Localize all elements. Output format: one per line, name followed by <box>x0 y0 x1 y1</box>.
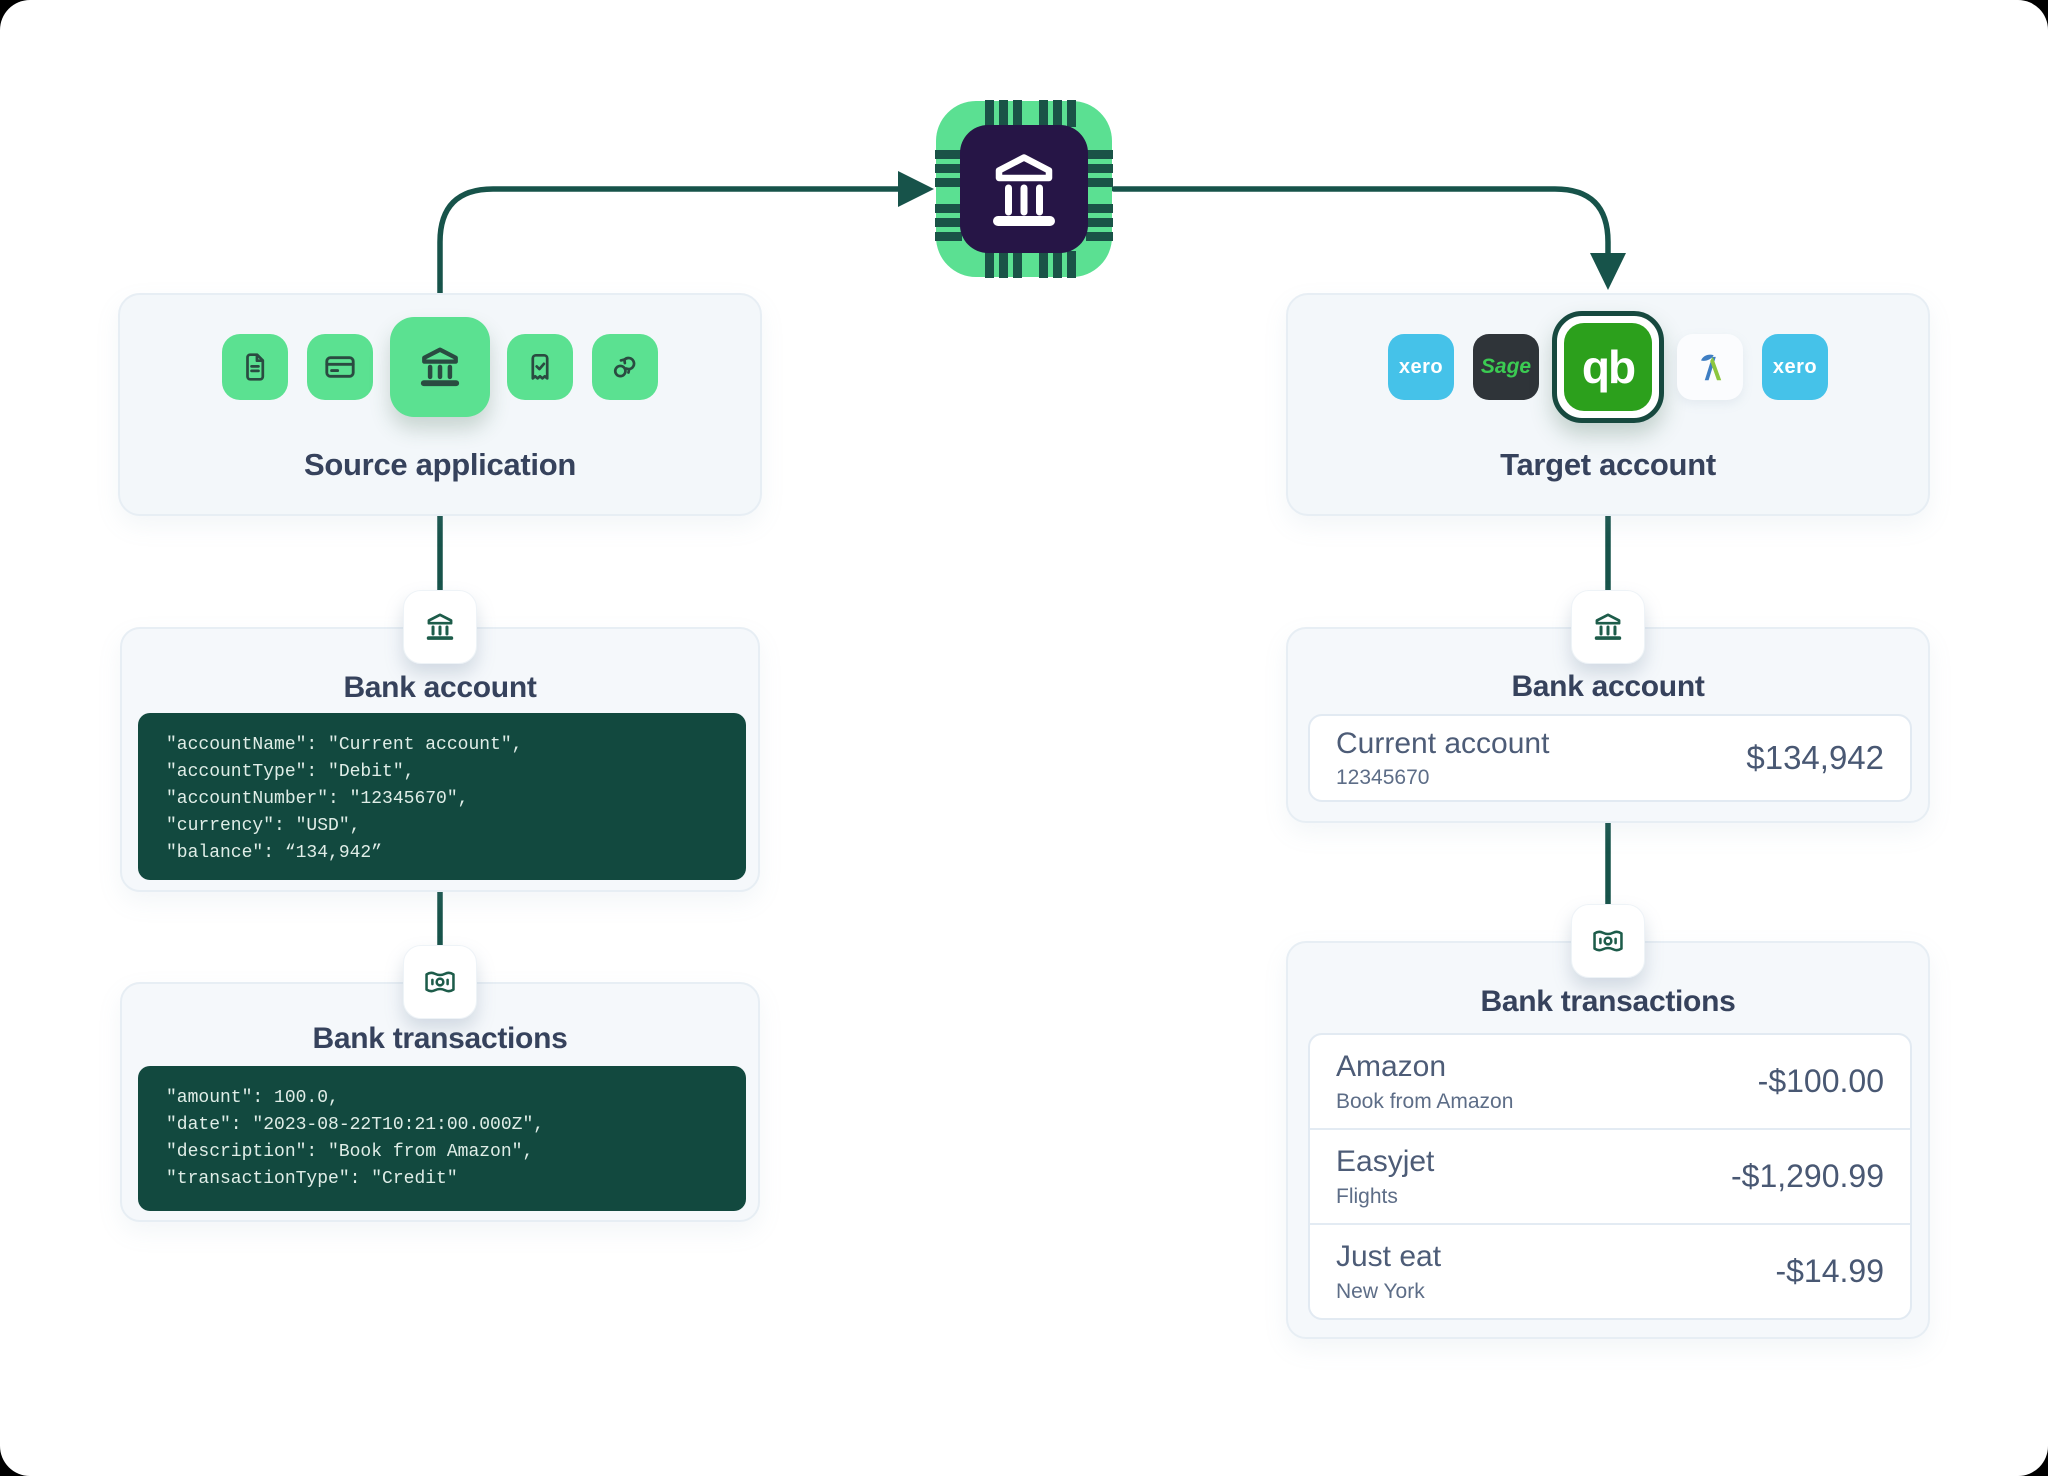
banknote-badge-icon <box>403 945 477 1019</box>
bank-icon[interactable] <box>390 317 490 417</box>
credit-card-icon[interactable] <box>307 334 373 400</box>
sage-logo-text: Sage <box>1480 355 1532 378</box>
target-panel-title: Target account <box>1500 447 1716 482</box>
quickbooks-logo: qb <box>1564 323 1652 411</box>
bank-transactions-json-code: "amount": 100.0, "date": "2023-08-22T10:… <box>138 1066 746 1211</box>
account-balance: $134,942 <box>1746 739 1884 776</box>
transaction-row: Just eat New York -$14.99 <box>1310 1223 1910 1318</box>
bank-account-json-code: "accountName": "Current account", "accou… <box>138 713 746 880</box>
target-bank-transactions-card: Bank transactions Amazon Book from Amazo… <box>1286 941 1930 1339</box>
bank-badge-icon <box>403 590 477 664</box>
transaction-amount: -$1,290.99 <box>1730 1158 1884 1194</box>
arrow-hub-to-target <box>1111 186 1611 259</box>
bank-glyph <box>993 154 1055 226</box>
account-number: 12345670 <box>1336 765 1430 789</box>
source-application-panel: Source application <box>118 293 762 516</box>
arrow-source-to-hub <box>437 186 901 296</box>
left-bank-transactions-title: Bank transactions <box>312 1022 568 1055</box>
banknote-badge-icon-right <box>1571 904 1645 978</box>
quickbooks-app-icon[interactable]: qb <box>1552 311 1664 423</box>
transaction-amount: -$14.99 <box>1775 1253 1884 1289</box>
source-bank-transactions-card: Bank transactions "amount": 100.0, "date… <box>120 982 760 1222</box>
transaction-description: Book from Amazon <box>1336 1089 1514 1113</box>
transaction-merchant: Just eat <box>1336 1239 1442 1273</box>
bank-chip-hub-icon <box>935 100 1113 278</box>
transaction-merchant: Easyjet <box>1336 1144 1435 1178</box>
transaction-list: Amazon Book from Amazon -$100.00 Easyjet… <box>1308 1033 1912 1320</box>
bank-badge-icon-right <box>1571 590 1645 664</box>
right-bank-account-title: Bank account <box>1511 670 1705 703</box>
transaction-row: Easyjet Flights -$1,290.99 <box>1310 1128 1910 1223</box>
freeagent-app-icon[interactable] <box>1677 334 1743 400</box>
source-panel-title: Source application <box>304 447 576 482</box>
target-app-row: xero Sage qb xero <box>1288 311 1928 423</box>
sync-icon[interactable] <box>592 334 658 400</box>
left-bank-account-title: Bank account <box>343 671 537 704</box>
source-bank-account-card: Bank account "accountName": "Current acc… <box>120 627 760 892</box>
source-icon-row <box>120 317 760 417</box>
document-icon[interactable] <box>222 334 288 400</box>
transaction-description: Flights <box>1336 1184 1398 1208</box>
transaction-row: Amazon Book from Amazon -$100.00 <box>1310 1035 1910 1128</box>
sage-app-icon[interactable]: Sage <box>1473 334 1539 400</box>
transaction-merchant: Amazon <box>1336 1049 1447 1083</box>
target-account-panel: xero Sage qb xero Target account <box>1286 293 1930 516</box>
transaction-amount: -$100.00 <box>1757 1063 1884 1099</box>
xero-logo-text-2: xero <box>1772 355 1818 378</box>
receipt-check-icon[interactable] <box>507 334 573 400</box>
freeagent-logo <box>1701 354 1722 381</box>
arrowhead-right <box>898 171 934 207</box>
xero-app-icon[interactable]: xero <box>1388 334 1454 400</box>
arrowhead-down <box>1590 253 1626 290</box>
account-name: Current account <box>1336 726 1550 760</box>
account-summary-row: Current account 12345670 $134,942 <box>1308 714 1912 802</box>
right-bank-transactions-title: Bank transactions <box>1480 985 1736 1018</box>
xero-logo-text: xero <box>1398 355 1444 378</box>
xero-app-icon-2[interactable]: xero <box>1762 334 1828 400</box>
transaction-description: New York <box>1336 1279 1425 1303</box>
